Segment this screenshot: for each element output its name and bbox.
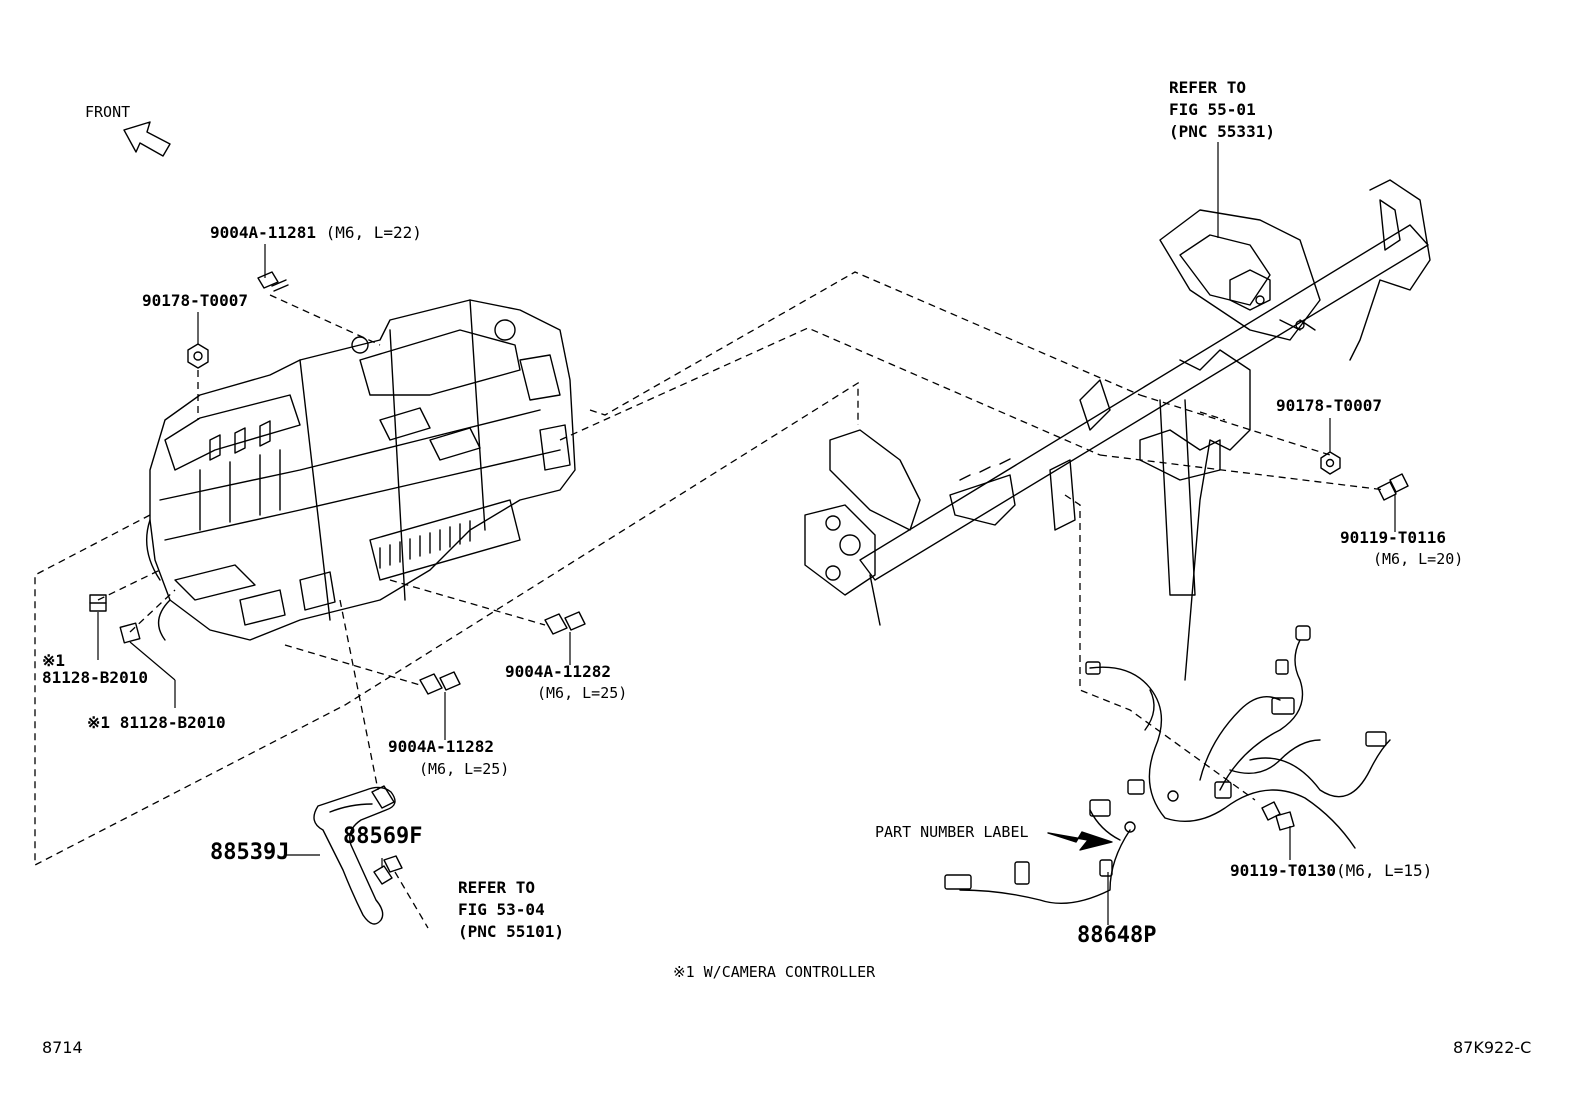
- nut-right-icon: [1320, 451, 1341, 475]
- bolt-top-icon: [257, 271, 289, 292]
- nut-left-icon: [187, 343, 209, 369]
- part-spec: (M6, L=15): [1335, 861, 1433, 880]
- footnote: ※1 W/CAMERA CONTROLLER: [673, 963, 876, 981]
- refer-bottom-line-3: (PNC 55101): [458, 922, 564, 941]
- part-spec: (M6, L=22): [325, 223, 422, 242]
- refer-top-line-1: REFER TO: [1169, 78, 1247, 97]
- part-spec-bolt-mid-right: (M6, L=25): [537, 684, 628, 702]
- connector-88569f: [373, 855, 403, 885]
- bracket-88539j: [313, 785, 396, 925]
- part-label-bolt-mid-right: 9004A-11282: [505, 662, 611, 681]
- part-label-bolt-harness: 90119-T0130(M6, L=15): [1230, 860, 1432, 882]
- clip-1-icon: [89, 594, 107, 612]
- part-label-harness: 88648P: [1077, 923, 1157, 948]
- clip-2-icon: [119, 622, 141, 644]
- part-number: 9004A-11281: [210, 223, 316, 242]
- instrument-panel-reinforcement: [804, 179, 1431, 681]
- part-number-label-text: PART NUMBER LABEL: [875, 823, 1029, 841]
- part-label-bolt-mid-left: 9004A-11282: [388, 737, 494, 756]
- part-number: 81128-B2010: [119, 713, 226, 732]
- part-label-bolt-right: 90119-T0116: [1340, 528, 1446, 547]
- refer-top-line-2: FIG 55-01: [1169, 100, 1256, 119]
- front-arrow-icon: [123, 121, 171, 157]
- part-marker: ※1: [87, 713, 111, 732]
- part-label-bracket: 88539J: [210, 840, 290, 865]
- bolt-mid-right-icon: [544, 611, 586, 635]
- part-label-connector: 88569F: [343, 824, 423, 849]
- wire-harness-88648p: [944, 625, 1391, 905]
- part-spec-bolt-right: (M6, L=20): [1373, 550, 1464, 568]
- part-number: 90119-T0130: [1230, 861, 1336, 880]
- refer-bottom-line-2: FIG 53-04: [458, 900, 545, 919]
- refer-top-line-3: (PNC 55331): [1169, 122, 1275, 141]
- page-number: 8714: [42, 1038, 83, 1057]
- part-number-label-arrow-icon: [1047, 831, 1113, 851]
- part-label-bolt-top: 9004A-11281 (M6, L=22): [210, 222, 422, 244]
- air-conditioner-unit: [145, 299, 576, 641]
- front-label: FRONT: [85, 103, 131, 121]
- part-label-clip-1-marker: ※1: [42, 651, 66, 670]
- bolt-harness-icon: [1261, 801, 1295, 831]
- diagram-code: 87K922-C: [1453, 1038, 1532, 1057]
- part-label-nut-left: 90178-T0007: [142, 291, 248, 310]
- refer-bottom-line-1: REFER TO: [458, 878, 536, 897]
- bolt-right-icon: [1377, 473, 1409, 501]
- part-spec-bolt-mid-left: (M6, L=25): [419, 760, 510, 778]
- part-label-nut-right: 90178-T0007: [1276, 396, 1382, 415]
- bolt-mid-left-icon: [419, 671, 461, 695]
- part-label-clip-2: ※1 81128-B2010: [87, 712, 226, 734]
- part-label-clip-1: 81128-B2010: [42, 668, 148, 687]
